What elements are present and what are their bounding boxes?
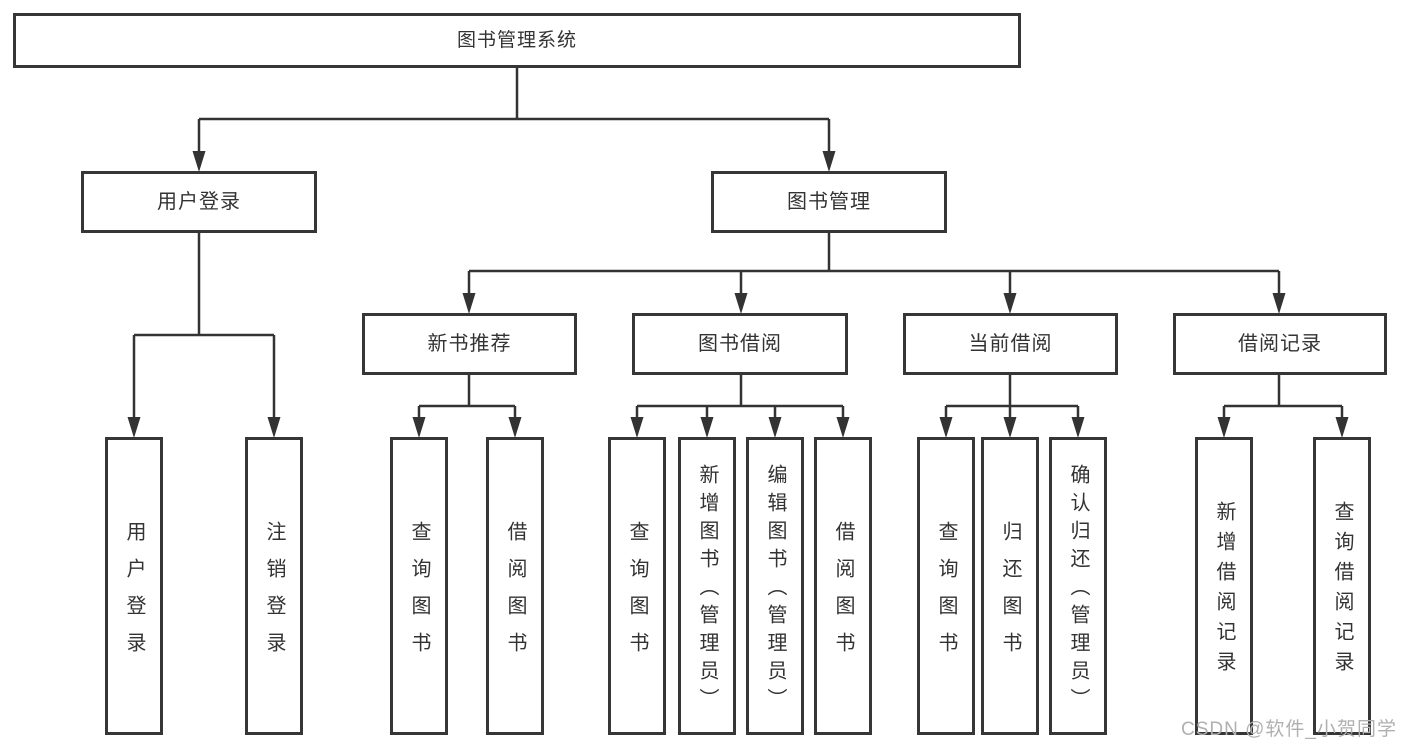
node-book-borrow: 图书借阅 xyxy=(632,313,848,375)
edges-book-borrow xyxy=(635,375,845,418)
edges-borrow-records xyxy=(1222,375,1344,418)
leaf-user-login: 用户登录 xyxy=(105,437,163,735)
node-current-borrow: 当前借阅 xyxy=(903,313,1118,375)
leaf-add-book-admin: 新增图书（管理员） xyxy=(678,437,736,735)
leaf-add-borrow-record: 新增借阅记录 xyxy=(1195,437,1253,735)
leaf-confirm-return-admin: 确认归还（管理员） xyxy=(1049,437,1107,735)
arrowheads-leaves xyxy=(127,417,1349,438)
leaf-query-book-borrow: 查询图书 xyxy=(608,437,666,735)
leaf-query-borrow-record: 查询借阅记录 xyxy=(1313,437,1371,735)
edges-book-management xyxy=(467,233,1281,294)
edges-current-borrow xyxy=(944,375,1080,418)
arrowheads-level3 xyxy=(462,293,1286,314)
edges-new-book-recommend xyxy=(417,375,517,418)
node-root: 图书管理系统 xyxy=(13,13,1021,68)
node-new-book-recommend: 新书推荐 xyxy=(362,313,577,375)
edges-root xyxy=(197,68,831,152)
leaf-query-book-current: 查询图书 xyxy=(917,437,975,735)
leaf-borrow-book-recommend: 借阅图书 xyxy=(486,437,544,735)
watermark: CSDN @软件_小贺同学 xyxy=(1181,719,1397,740)
node-book-management: 图书管理 xyxy=(711,171,947,233)
leaf-return-book: 归还图书 xyxy=(981,437,1039,735)
leaf-borrow-book: 借阅图书 xyxy=(814,437,872,735)
node-user-login: 用户登录 xyxy=(81,171,317,233)
node-borrow-records: 借阅记录 xyxy=(1173,313,1387,375)
leaf-logout-login: 注销登录 xyxy=(245,437,303,735)
leaf-edit-book-admin: 编辑图书（管理员） xyxy=(746,437,804,735)
leaf-query-book-recommend: 查询图书 xyxy=(390,437,448,735)
edges-user-login xyxy=(132,233,276,418)
arrowheads-level2 xyxy=(192,151,836,172)
